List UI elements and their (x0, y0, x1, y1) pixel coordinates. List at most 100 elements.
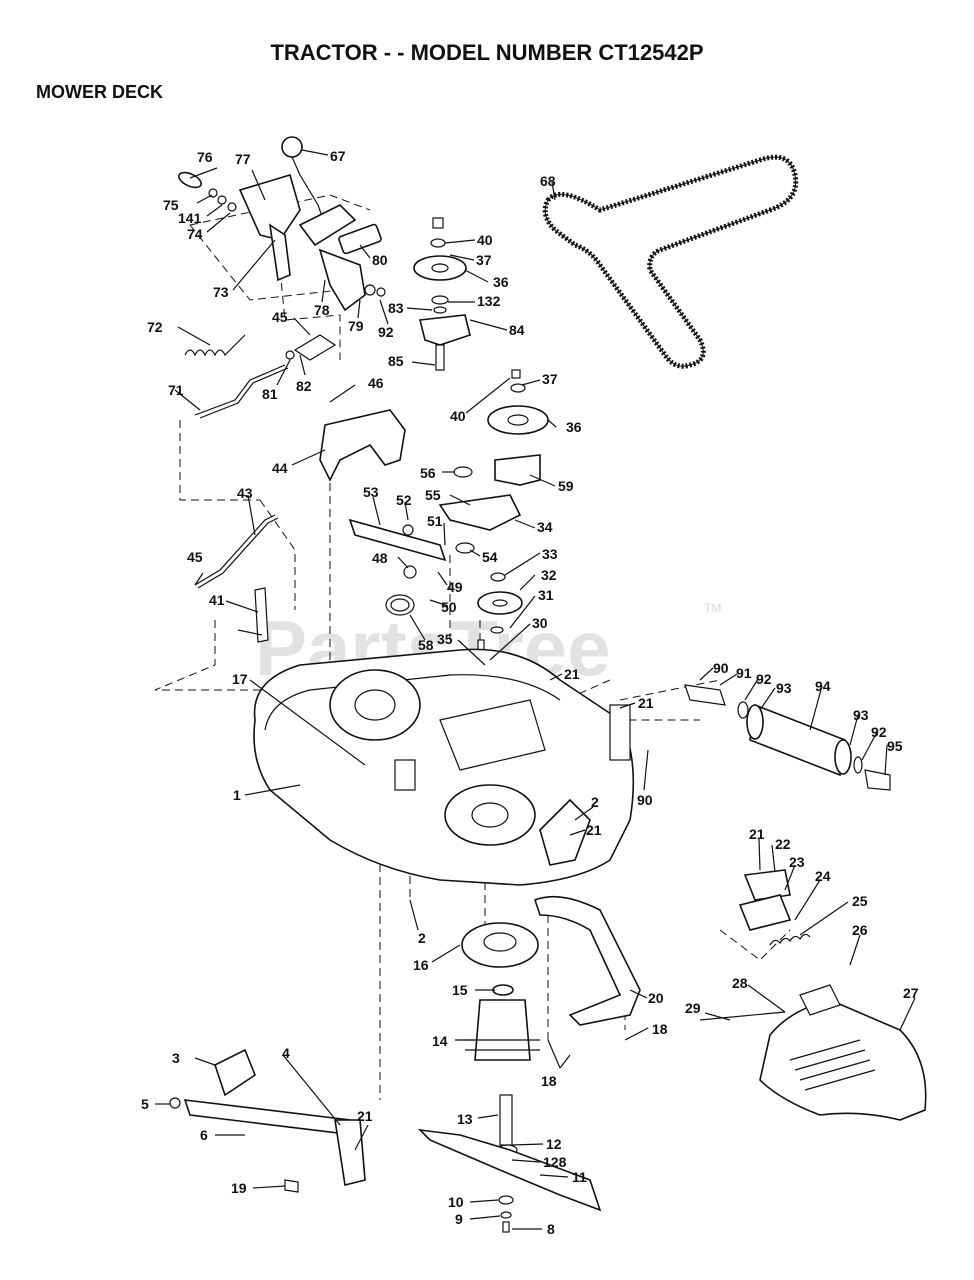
callout-21a: 21 (564, 666, 580, 682)
callout-37a: 37 (476, 252, 492, 268)
section-title: MOWER DECK (36, 82, 163, 102)
callout-31: 31 (538, 587, 554, 603)
chute-bracket-assembly (738, 869, 811, 946)
callout-84: 84 (509, 322, 525, 338)
callout-92b: 92 (756, 671, 772, 687)
deck-hanger-brackets (169, 1048, 366, 1193)
callout-67: 67 (330, 148, 346, 164)
callout-81: 81 (262, 386, 278, 402)
callout-14: 14 (432, 1033, 448, 1049)
callout-141: 141 (178, 210, 202, 226)
callout-94: 94 (815, 678, 831, 694)
callout-29: 29 (685, 1000, 701, 1016)
callout-21e: 21 (357, 1108, 373, 1124)
callout-90b: 90 (637, 792, 653, 808)
callout-46: 46 (368, 375, 384, 391)
callout-30: 30 (532, 615, 548, 631)
idler-pulley-upper (413, 217, 471, 371)
leader-lines (155, 149, 916, 1230)
callout-21d: 21 (749, 826, 765, 842)
callout-2b: 2 (418, 930, 426, 946)
callout-17: 17 (232, 671, 248, 687)
callout-18b: 18 (541, 1073, 557, 1089)
callout-40a: 40 (477, 232, 493, 248)
callout-92c: 92 (871, 724, 887, 740)
callout-36b: 36 (566, 419, 582, 435)
page-title: TRACTOR - - MODEL NUMBER CT12542P (270, 40, 704, 65)
mower-deck-housing-1 (253, 648, 635, 886)
callout-92a: 92 (378, 324, 394, 340)
callout-54: 54 (482, 549, 498, 565)
callout-43: 43 (237, 485, 253, 501)
callout-90a: 90 (713, 660, 729, 676)
callout-48: 48 (372, 550, 388, 566)
callout-78: 78 (314, 302, 330, 318)
callout-52: 52 (396, 492, 412, 508)
callout-74: 74 (187, 226, 203, 242)
callout-15: 15 (452, 982, 468, 998)
callout-76: 76 (197, 149, 213, 165)
callout-4: 4 (282, 1045, 290, 1061)
callout-21b: 21 (638, 695, 654, 711)
callout-49: 49 (447, 579, 463, 595)
gauge-roller-94 (684, 684, 891, 791)
callout-35: 35 (437, 631, 453, 647)
callout-93a: 93 (776, 680, 792, 696)
callout-33: 33 (542, 546, 558, 562)
callout-32: 32 (541, 567, 557, 583)
callout-27: 27 (903, 985, 919, 1001)
callout-83: 83 (388, 300, 404, 316)
callout-25: 25 (852, 893, 868, 909)
callout-26: 26 (852, 922, 868, 938)
callout-80: 80 (372, 252, 388, 268)
callout-59: 59 (558, 478, 574, 494)
callout-55: 55 (425, 487, 441, 503)
callout-6: 6 (200, 1127, 208, 1143)
callout-1: 1 (233, 787, 241, 803)
callout-3: 3 (172, 1050, 180, 1066)
lift-rod-43 (194, 514, 279, 589)
callout-36a: 36 (493, 274, 509, 290)
baffle-20 (534, 895, 641, 1026)
callout-8: 8 (547, 1221, 555, 1237)
callout-12: 12 (546, 1136, 562, 1152)
callout-11: 11 (572, 1169, 587, 1185)
watermark-tm: TM (704, 601, 721, 615)
callout-45b: 45 (187, 549, 203, 565)
callout-44: 44 (272, 460, 288, 476)
callout-77: 77 (235, 151, 251, 167)
callout-40b: 40 (450, 408, 466, 424)
idler-pulley-middle (438, 369, 549, 681)
callout-128: 128 (543, 1154, 567, 1170)
idler-arm-53 (348, 518, 447, 616)
callout-10: 10 (448, 1194, 464, 1210)
callout-37b: 37 (542, 371, 558, 387)
callout-18a: 18 (652, 1021, 668, 1037)
callout-28: 28 (732, 975, 748, 991)
callout-13: 13 (457, 1111, 473, 1127)
callout-22: 22 (775, 836, 791, 852)
callout-45a: 45 (272, 309, 288, 325)
lift-rod-71 (194, 364, 289, 419)
spindle-assembly (417, 922, 602, 1233)
callout-21c: 21 (586, 822, 602, 838)
callout-79: 79 (348, 318, 364, 334)
callout-95: 95 (887, 738, 903, 754)
callout-85: 85 (388, 353, 404, 369)
callout-5: 5 (141, 1096, 149, 1112)
discharge-chute-27 (699, 984, 927, 1121)
callout-58: 58 (418, 637, 434, 653)
callout-53: 53 (363, 484, 379, 500)
callout-132: 132 (477, 293, 501, 309)
callout-72: 72 (147, 319, 163, 335)
callout-23: 23 (789, 854, 805, 870)
callout-16: 16 (413, 957, 429, 973)
callout-24: 24 (815, 868, 831, 884)
spring-72 (184, 334, 337, 361)
callout-71: 71 (168, 382, 184, 398)
callout-9: 9 (455, 1211, 463, 1227)
drive-belt-68 (542, 154, 799, 369)
callout-50: 50 (441, 599, 457, 615)
callout-91: 91 (736, 665, 752, 681)
